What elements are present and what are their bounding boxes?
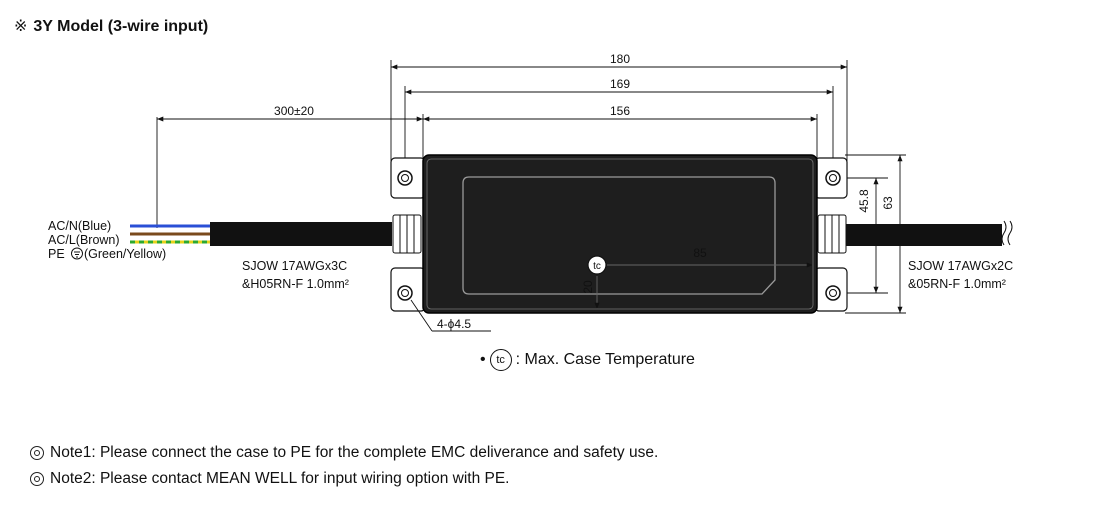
wire-label-line: AC/L(Brown) <box>48 233 120 247</box>
legend-bullet: • <box>480 351 486 368</box>
mount-hole-label: 4-ϕ4.5 <box>437 317 471 331</box>
cable-break-icon <box>1001 220 1013 246</box>
section-heading: ※ 3Y Model (3-wire input) <box>14 16 208 36</box>
input-cable-gland <box>392 214 422 254</box>
input-wires <box>130 224 212 244</box>
dimension-180 <box>390 60 848 162</box>
wire-label-earth: (Green/Yellow) <box>84 247 166 261</box>
label-recess <box>462 176 776 295</box>
tc-legend-text: : Max. Case Temperature <box>515 351 695 368</box>
dimension-300-label: 300±20 <box>274 104 314 118</box>
dimension-85-label: 85 <box>693 246 707 260</box>
note-2: Note2: Please contact MEAN WELL for inpu… <box>30 466 658 492</box>
case-inner-edge <box>426 158 814 310</box>
reference-mark-icon: ※ <box>14 18 28 35</box>
mount-hole-icons <box>397 170 841 301</box>
dimension-45-8-label: 45.8 <box>857 189 871 213</box>
dimension-180-label: 180 <box>610 52 630 66</box>
tc-legend: • tc : Max. Case Temperature <box>480 349 695 371</box>
dimension-169-label: 169 <box>610 77 630 91</box>
notes: Note1: Please connect the case to PE for… <box>30 440 658 492</box>
double-circle-icon <box>30 446 44 460</box>
input-cable-spec-1: SJOW 17AWGx3C <box>242 259 347 273</box>
mechanical-drawing: 180 169 156 300±20 45.8 63 <box>48 52 1013 332</box>
output-cable <box>846 224 1002 246</box>
dimension-156 <box>422 114 818 158</box>
section-title: 3Y Model (3-wire input) <box>33 18 209 35</box>
tc-symbol-icon: tc <box>593 261 601 272</box>
note-2-text: Note2: Please contact MEAN WELL for inpu… <box>50 470 510 487</box>
double-circle-icon <box>30 472 44 486</box>
case-body <box>422 154 818 314</box>
input-cable <box>210 222 392 246</box>
dimension-300 <box>156 116 423 228</box>
earth-ground-icon <box>71 247 83 260</box>
wire-label-neutral: AC/N(Blue) <box>48 219 111 233</box>
output-cable-spec-2: &05RN-F 1.0mm² <box>908 277 1006 291</box>
tc-legend-icon: tc <box>489 349 512 371</box>
mount-hole-callout <box>410 299 491 332</box>
dimension-156-label: 156 <box>610 104 630 118</box>
wire-label-earth-prefix: PE <box>48 247 65 261</box>
output-cable-spec-1: SJOW 17AWGx2C <box>908 259 1013 273</box>
tc-point <box>587 255 813 309</box>
dimension-63-label: 63 <box>881 196 895 210</box>
dimension-20-label: 20 <box>581 280 595 294</box>
note-1: Note1: Please connect the case to PE for… <box>30 440 658 466</box>
input-cable-spec-2: &H05RN-F 1.0mm² <box>242 277 349 291</box>
output-cable-gland <box>817 214 847 254</box>
note-1-text: Note1: Please connect the case to PE for… <box>50 444 659 461</box>
